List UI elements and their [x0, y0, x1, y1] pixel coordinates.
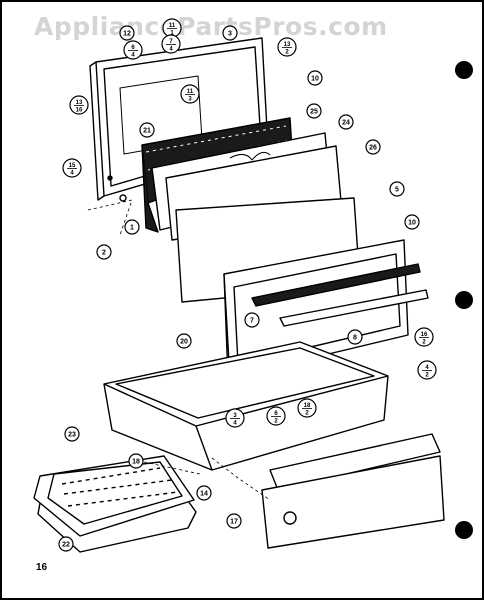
margin-hole-top	[455, 61, 473, 79]
callout-label: 22	[62, 542, 70, 549]
callout-c-13-2: 132	[277, 37, 297, 57]
callout-sub: 2	[422, 340, 426, 346]
callout-c-24: 24	[338, 114, 354, 130]
callout-sub: 2	[274, 419, 278, 425]
callout-c-6-2: 62	[266, 406, 286, 426]
callout-label: 24	[342, 120, 350, 127]
callout-c-26: 26	[365, 139, 381, 155]
callout-label: 1	[130, 225, 134, 232]
margin-hole-bottom	[455, 521, 473, 539]
callout-c-20: 20	[176, 333, 192, 349]
leader-lines	[87, 199, 271, 501]
callout-label: 26	[369, 145, 377, 152]
callout-c-21: 21	[139, 122, 155, 138]
callout-label: 10	[311, 76, 319, 83]
drawer-front	[261, 433, 445, 549]
callout-label: 14	[200, 491, 208, 498]
callout-label: 3	[228, 31, 232, 38]
callout-label: 13	[76, 100, 83, 106]
callout-label: 16	[421, 332, 428, 338]
callout-label: 11	[169, 23, 176, 29]
callout-sub: 4	[131, 53, 135, 59]
callout-c-4-2: 42	[417, 360, 437, 380]
callout-sub: 2	[285, 50, 289, 56]
callout-c-7: 7	[244, 312, 260, 328]
callout-c-16-2: 162	[414, 327, 434, 347]
broiler-pan	[33, 455, 197, 553]
callout-label: 11	[187, 89, 194, 95]
callout-c-8: 8	[347, 329, 363, 345]
callout-c-5: 5	[389, 181, 405, 197]
callout-c-11-3: 113	[180, 84, 200, 104]
callout-sub: 4	[233, 421, 237, 427]
callout-layer: 1264111743132113102524265131621154121078…	[58, 18, 437, 552]
callout-label: 15	[69, 163, 76, 169]
margin-marks	[455, 61, 473, 539]
callout-label: 6	[274, 411, 278, 417]
callout-label: 20	[180, 339, 188, 346]
callout-label: 18	[304, 403, 311, 409]
callout-label: 10	[408, 220, 416, 227]
callout-c-18-drawer: 18	[128, 453, 144, 469]
callout-c-12-top: 12	[119, 25, 135, 41]
callout-c-1: 1	[124, 219, 140, 235]
callout-label: 8	[353, 335, 357, 342]
callout-sub: 2	[425, 373, 429, 379]
callout-c-10-frame: 10	[404, 214, 420, 230]
callout-c-7-4: 74	[161, 34, 181, 54]
callout-sub: 1	[170, 31, 174, 37]
callout-label: 25	[310, 109, 318, 116]
callout-label: 7	[169, 39, 173, 45]
callout-label: 7	[250, 318, 254, 325]
margin-hole-mid	[455, 291, 473, 309]
trim-strips	[251, 263, 429, 327]
callout-label: 3	[233, 413, 237, 419]
callout-c-14: 14	[196, 485, 212, 501]
callout-label: 6	[131, 45, 135, 51]
callout-c-10-door: 10	[307, 70, 323, 86]
callout-sub: 4	[169, 47, 173, 53]
callout-c-6-4: 64	[123, 40, 143, 60]
callout-sub: 2	[305, 411, 309, 417]
drawer-box	[103, 341, 389, 471]
callout-c-22: 22	[58, 536, 74, 552]
callout-label: 23	[68, 432, 76, 439]
callout-sub: 16	[76, 108, 83, 114]
callout-sub: 3	[188, 97, 192, 103]
watermark: AppliancePartsPros.com	[34, 12, 388, 41]
callout-c-17: 17	[226, 513, 242, 529]
callout-label: 21	[143, 128, 151, 135]
callout-c-3-4: 34	[225, 408, 245, 428]
callout-c-18-2: 182	[297, 398, 317, 418]
callout-c-11-1: 111	[162, 18, 182, 38]
callout-label: 5	[395, 187, 399, 194]
callout-c-23: 23	[64, 426, 80, 442]
callout-label: 2	[102, 250, 106, 257]
callout-c-25: 25	[306, 103, 322, 119]
callout-label: 18	[132, 459, 140, 466]
page-number: 16	[36, 562, 48, 573]
callout-label: 17	[230, 519, 238, 526]
callout-sub: 4	[70, 171, 74, 177]
callout-label: 4	[425, 365, 429, 371]
callout-label: 12	[123, 31, 131, 38]
callout-label: 13	[284, 42, 291, 48]
callout-c-2: 2	[96, 244, 112, 260]
callout-c-3: 3	[222, 25, 238, 41]
callout-c-15-4: 154	[62, 158, 82, 178]
